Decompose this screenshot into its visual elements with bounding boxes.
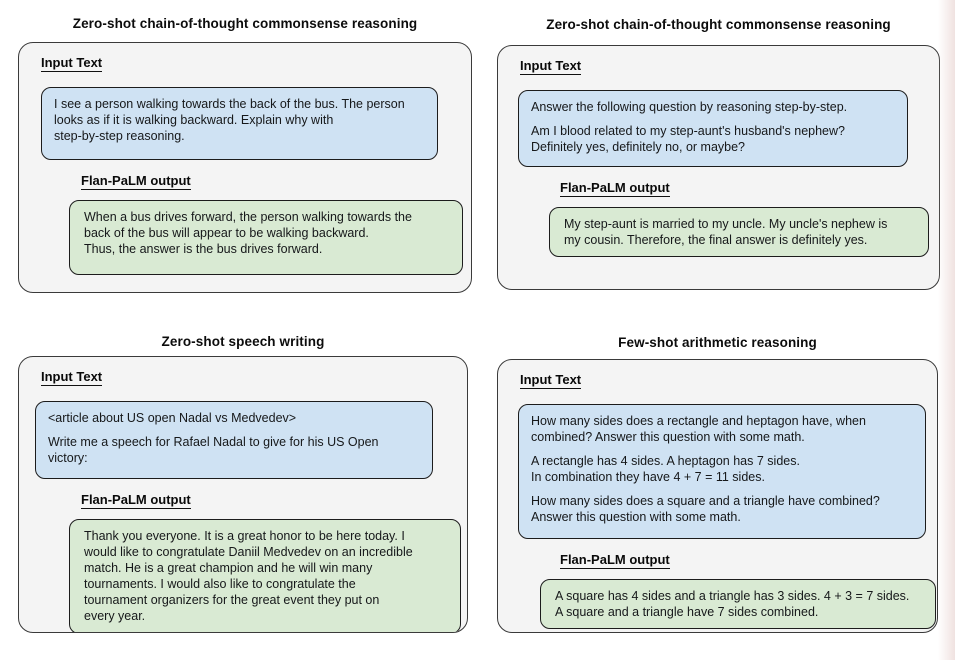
input-text-label: Input Text <box>41 369 467 386</box>
flan-palm-output-label-text: Flan-PaLM output <box>560 552 670 569</box>
flan-palm-output-label: Flan-PaLM output <box>560 180 939 197</box>
input-text-label: Input Text <box>41 55 471 72</box>
paragraph: <article about US open Nadal vs Medvedev… <box>48 411 297 425</box>
paragraph: Write me a speech for Rafael Nadal to gi… <box>48 435 379 465</box>
flan-palm-output-label-text: Flan-PaLM output <box>81 173 191 190</box>
flan-palm-output-label: Flan-PaLM output <box>81 492 467 509</box>
page-edge-gradient <box>938 0 955 660</box>
input-text-label: Input Text <box>520 372 937 389</box>
panel-title: Zero-shot chain-of-thought commonsense r… <box>72 16 418 31</box>
input-text-box: How many sides does a rectangle and hept… <box>518 404 926 539</box>
example-panel: Input Text <article about US open Nadal … <box>18 356 468 633</box>
paragraph: Answer the following question by reasoni… <box>531 100 848 114</box>
flan-palm-output-box: My step-aunt is married to my uncle. My … <box>549 207 929 257</box>
panel-group-bottom-left: Zero-shot speech writing Input Text <art… <box>18 334 468 633</box>
paragraph: A square has 4 sides and a triangle has … <box>555 589 910 619</box>
panel-group-bottom-right: Few-shot arithmetic reasoning Input Text… <box>497 335 938 633</box>
input-text-box: Answer the following question by reasoni… <box>518 90 908 167</box>
panel-title: Few-shot arithmetic reasoning <box>618 335 817 350</box>
paragraph: Thank you everyone. It is a great honor … <box>84 529 413 623</box>
flan-palm-output-label: Flan-PaLM output <box>560 552 937 569</box>
example-panel: Input Text How many sides does a rectang… <box>497 359 938 633</box>
panel-title: Zero-shot chain-of-thought commonsense r… <box>546 17 891 32</box>
panel-group-top-right: Zero-shot chain-of-thought commonsense r… <box>497 17 940 290</box>
panel-group-top-left: Zero-shot chain-of-thought commonsense r… <box>18 16 472 293</box>
paragraph: Am I blood related to my step-aunt's hus… <box>531 124 845 154</box>
input-text-label-text: Input Text <box>41 369 103 386</box>
input-text-box: I see a person walking towards the back … <box>41 87 438 160</box>
paragraph: My step-aunt is married to my uncle. My … <box>564 217 888 247</box>
paragraph: How many sides does a rectangle and hept… <box>531 414 866 444</box>
input-text-label: Input Text <box>520 58 939 75</box>
paragraph: How many sides does a square and a trian… <box>531 494 880 524</box>
flan-palm-output-label: Flan-PaLM output <box>81 173 471 190</box>
flan-palm-output-box: When a bus drives forward, the person wa… <box>69 200 463 275</box>
example-panel: Input Text Answer the following question… <box>497 45 940 290</box>
input-text-label-text: Input Text <box>41 55 103 72</box>
paragraph: When a bus drives forward, the person wa… <box>84 210 412 256</box>
paragraph: A rectangle has 4 sides. A heptagon has … <box>531 454 800 484</box>
panel-title: Zero-shot speech writing <box>161 334 325 349</box>
flan-palm-output-box: A square has 4 sides and a triangle has … <box>540 579 936 629</box>
example-panel: Input Text I see a person walking toward… <box>18 42 472 293</box>
flan-palm-output-label-text: Flan-PaLM output <box>560 180 670 197</box>
flan-palm-output-box: Thank you everyone. It is a great honor … <box>69 519 461 632</box>
paragraph: I see a person walking towards the back … <box>54 97 405 143</box>
flan-palm-output-label-text: Flan-PaLM output <box>81 492 191 509</box>
input-text-label-text: Input Text <box>520 372 582 389</box>
input-text-label-text: Input Text <box>520 58 582 75</box>
input-text-box: <article about US open Nadal vs Medvedev… <box>35 401 433 479</box>
